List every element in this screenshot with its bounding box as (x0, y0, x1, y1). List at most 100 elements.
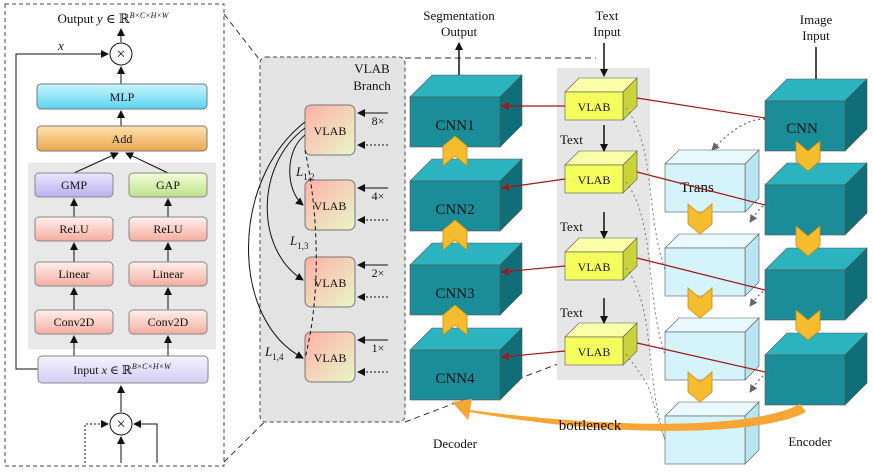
encoder-label: Encoder (788, 434, 832, 449)
relu-left-box (34, 216, 114, 242)
input-label: Input x ∈ ℝB×C×H×W (73, 362, 172, 377)
conv2d-left-box (34, 309, 114, 335)
bottleneck-arrow (452, 399, 806, 431)
linear-left-label: Linear (58, 267, 89, 281)
mlp-label: MLP (110, 90, 135, 104)
encoder-cnn-block-3 (764, 247, 868, 321)
encoder-to-trans-dotted-2 (749, 202, 773, 223)
text-label-3: Text (560, 305, 583, 320)
conv2d-right-label: Conv2D (148, 315, 189, 329)
encoder-cnn-block-3-front (764, 269, 846, 321)
segmentation-output-line1: Segmentation (423, 8, 495, 23)
encoder-to-trans-dotted-1 (711, 118, 771, 151)
text-label-1: Text (560, 132, 583, 147)
branch-vlab-label-1: VLAB (314, 124, 347, 138)
encoder-to-vlab-line-1 (636, 97, 766, 119)
relu-left-label: ReLU (59, 222, 89, 236)
loss-label-3: L1,4 (264, 344, 284, 362)
mlp-box (36, 83, 208, 110)
decoder-chevron-2 (442, 219, 468, 251)
branch-vlab-box-3 (304, 256, 356, 308)
vlab-to-trans-dotted-2 (625, 181, 666, 356)
linear-right-box (128, 261, 208, 287)
loss-label-2: L1,3 (289, 233, 309, 251)
encoder-cnn-block-4 (764, 332, 868, 406)
text-input-line1: Text (596, 8, 619, 23)
trans-chevron-2 (687, 287, 713, 319)
encoder-cnn-block-1 (764, 78, 868, 152)
trans-block-2-top (664, 233, 760, 249)
vlab-to-trans-dotted-3 (625, 267, 666, 441)
branch-vlab-label-3: VLAB (314, 276, 347, 290)
branch-vlab-scale-1: 8× (372, 114, 385, 128)
vlab-branch-title-line2: Branch (353, 78, 391, 93)
trans-block-4 (664, 401, 760, 465)
trans-chevron-3 (687, 371, 713, 403)
trans-block-1-top (664, 149, 760, 165)
multiply-top-symbol: × (116, 46, 125, 63)
vlab-to-decoder-arrow-2 (501, 178, 566, 191)
multiply-bottom-right-input (133, 420, 158, 463)
image-input-line1: Image (800, 12, 833, 27)
vlab-branch-panel: VLAB Branch (259, 56, 406, 423)
add-label: Add (112, 132, 133, 146)
gap-label: GAP (156, 178, 180, 192)
branch-vlab-box-1 (304, 104, 356, 156)
loss-curve-1-2 (289, 134, 306, 206)
encoder-chevron-3 (795, 309, 821, 341)
encoder-cnn-block-2-front (764, 184, 846, 236)
decoder-cnn-label-2: CNN2 (435, 202, 474, 218)
encoder-cnn-block-4-front (764, 354, 846, 406)
loss-curve-1-4 (248, 121, 306, 359)
encoder-cnn-label: CNN (786, 121, 818, 137)
relu-right-box (128, 216, 208, 242)
input-box (37, 355, 209, 384)
add-box (36, 125, 208, 152)
trans-block-4-top (664, 401, 760, 417)
image-input-line2: Input (802, 28, 830, 43)
loss-curve-1-3 (266, 127, 306, 281)
loss-label-1: L1,2 (295, 164, 314, 182)
vlab-branch-frame (259, 56, 406, 423)
decoder-cnn-label-4: CNN4 (435, 371, 475, 387)
trans-block-3 (664, 317, 760, 381)
trans-block-1 (664, 149, 760, 213)
text-vlab-label-1: VLAB (578, 100, 611, 114)
encoder-to-vlab-line-2 (636, 171, 766, 206)
decoder-chevron-3 (442, 304, 468, 336)
text-vlab-label-3: VLAB (578, 260, 611, 274)
segmentation-output-line2: Output (441, 24, 478, 39)
gmp-box (34, 172, 114, 198)
encoder-to-vlab-line-3 (636, 257, 766, 291)
connections (501, 97, 773, 441)
linear-left-box (34, 261, 114, 287)
decoder-chevron-1 (442, 135, 468, 167)
decoder-cnn-block-4-front (409, 349, 501, 401)
trans-block-1-front (664, 163, 746, 213)
residual-path (15, 50, 109, 370)
encoder-cnn-block-2 (764, 162, 868, 236)
trans-column: Trans (664, 149, 760, 465)
branch-vlab-box-4 (304, 331, 356, 383)
text-label-2: Text (560, 219, 583, 234)
branch-vlab-scale-2: 4× (372, 189, 385, 203)
encoder-column: CNN (764, 78, 868, 406)
text-vlab-block-1 (564, 77, 638, 121)
encoder-to-trans-dotted-3 (749, 288, 773, 307)
decoder-label: Decoder (433, 436, 478, 451)
branch-vlab-label-4: VLAB (314, 351, 347, 365)
multiply-bottom-left-input (84, 420, 109, 463)
vlab-to-trans-dotted-1 (625, 107, 666, 271)
vlab-to-decoder-arrow-4 (501, 350, 566, 361)
multiply-bottom-symbol: × (116, 416, 125, 433)
trans-block-3-top (664, 317, 760, 333)
text-vlab-block-4 (564, 322, 638, 366)
branch-vlab-label-2: VLAB (314, 199, 347, 213)
gap-to-add-arrow (125, 152, 169, 174)
gmp-to-add-arrow (73, 152, 119, 174)
text-input-line2: Input (593, 24, 621, 39)
trans-chevron-1 (687, 203, 713, 235)
